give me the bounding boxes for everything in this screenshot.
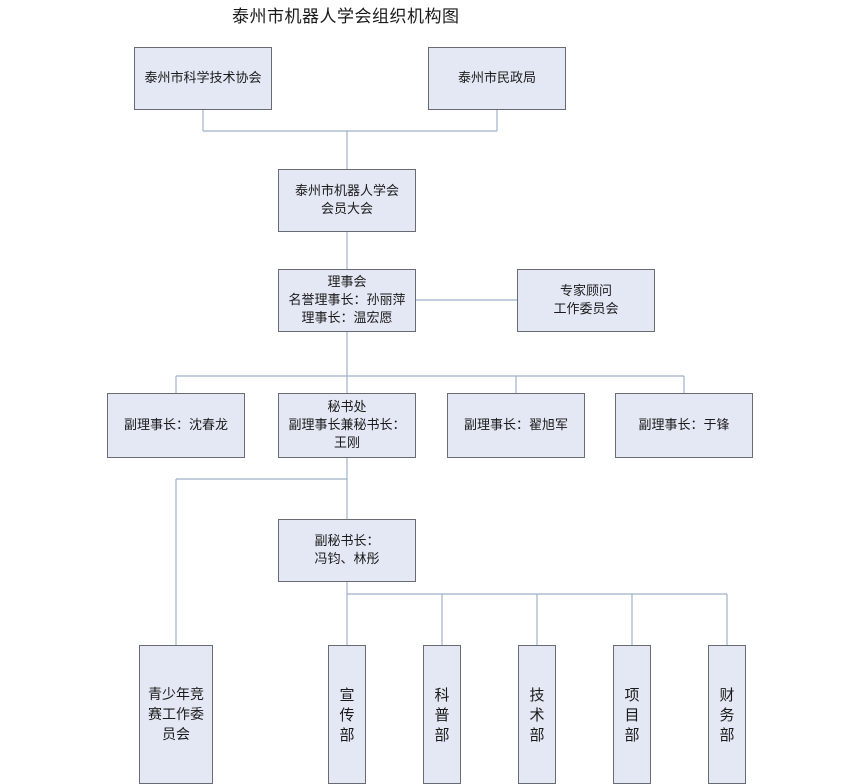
node-label: 宣传部 xyxy=(339,685,355,744)
node-youth-competition-committee: 青少年竞 赛工作委 员会 xyxy=(139,645,213,784)
node-label: 科普部 xyxy=(434,685,450,744)
node-council: 理事会 名誉理事长：孙丽萍 理事长：温宏愿 xyxy=(278,269,416,332)
node-vice-chair-zhai: 副理事长：翟旭军 xyxy=(447,393,585,458)
node-finance-dept: 财务部 xyxy=(708,645,746,784)
node-deputy-secretaries: 副秘书长： 冯钧、林彤 xyxy=(278,519,416,582)
node-label: 项目部 xyxy=(624,685,640,744)
node-label: 泰州市民政局 xyxy=(457,70,536,86)
node-label: 财务部 xyxy=(719,685,735,744)
node-general-assembly: 泰州市机器人学会 会员大会 xyxy=(278,169,416,232)
node-label: 理事会 名誉理事长：孙丽萍 理事长：温宏愿 xyxy=(288,274,406,326)
node-publicity-dept: 宣传部 xyxy=(328,645,366,784)
node-secretariat: 秘书处 副理事长兼秘书长： 王刚 xyxy=(278,393,416,458)
node-vice-chair-shen: 副理事长：沈春龙 xyxy=(107,393,245,458)
node-label: 泰州市机器人学会 会员大会 xyxy=(294,183,399,217)
node-label: 技术部 xyxy=(529,685,545,744)
node-label: 青少年竞 赛工作委 员会 xyxy=(148,686,204,743)
node-label: 秘书处 副理事长兼秘书长： 王刚 xyxy=(288,399,406,451)
node-popularization-dept: 科普部 xyxy=(423,645,461,784)
node-science-association: 泰州市科学技术协会 xyxy=(134,47,272,110)
node-expert-committee: 专家顾问 工作委员会 xyxy=(517,269,655,332)
node-label: 副秘书长： 冯钧、林彤 xyxy=(314,533,380,567)
node-technology-dept: 技术部 xyxy=(518,645,556,784)
node-projects-dept: 项目部 xyxy=(613,645,651,784)
node-civil-affairs-bureau: 泰州市民政局 xyxy=(428,47,566,110)
node-label: 泰州市科学技术协会 xyxy=(144,70,262,86)
node-label: 副理事长：沈春龙 xyxy=(123,417,228,433)
node-label: 副理事长：于锋 xyxy=(638,417,730,433)
node-vice-chair-yu: 副理事长：于锋 xyxy=(615,393,753,458)
node-label: 专家顾问 工作委员会 xyxy=(553,283,619,317)
node-label: 副理事长：翟旭军 xyxy=(463,417,568,433)
chart-title: 泰州市机器人学会组织机构图 xyxy=(232,7,460,27)
